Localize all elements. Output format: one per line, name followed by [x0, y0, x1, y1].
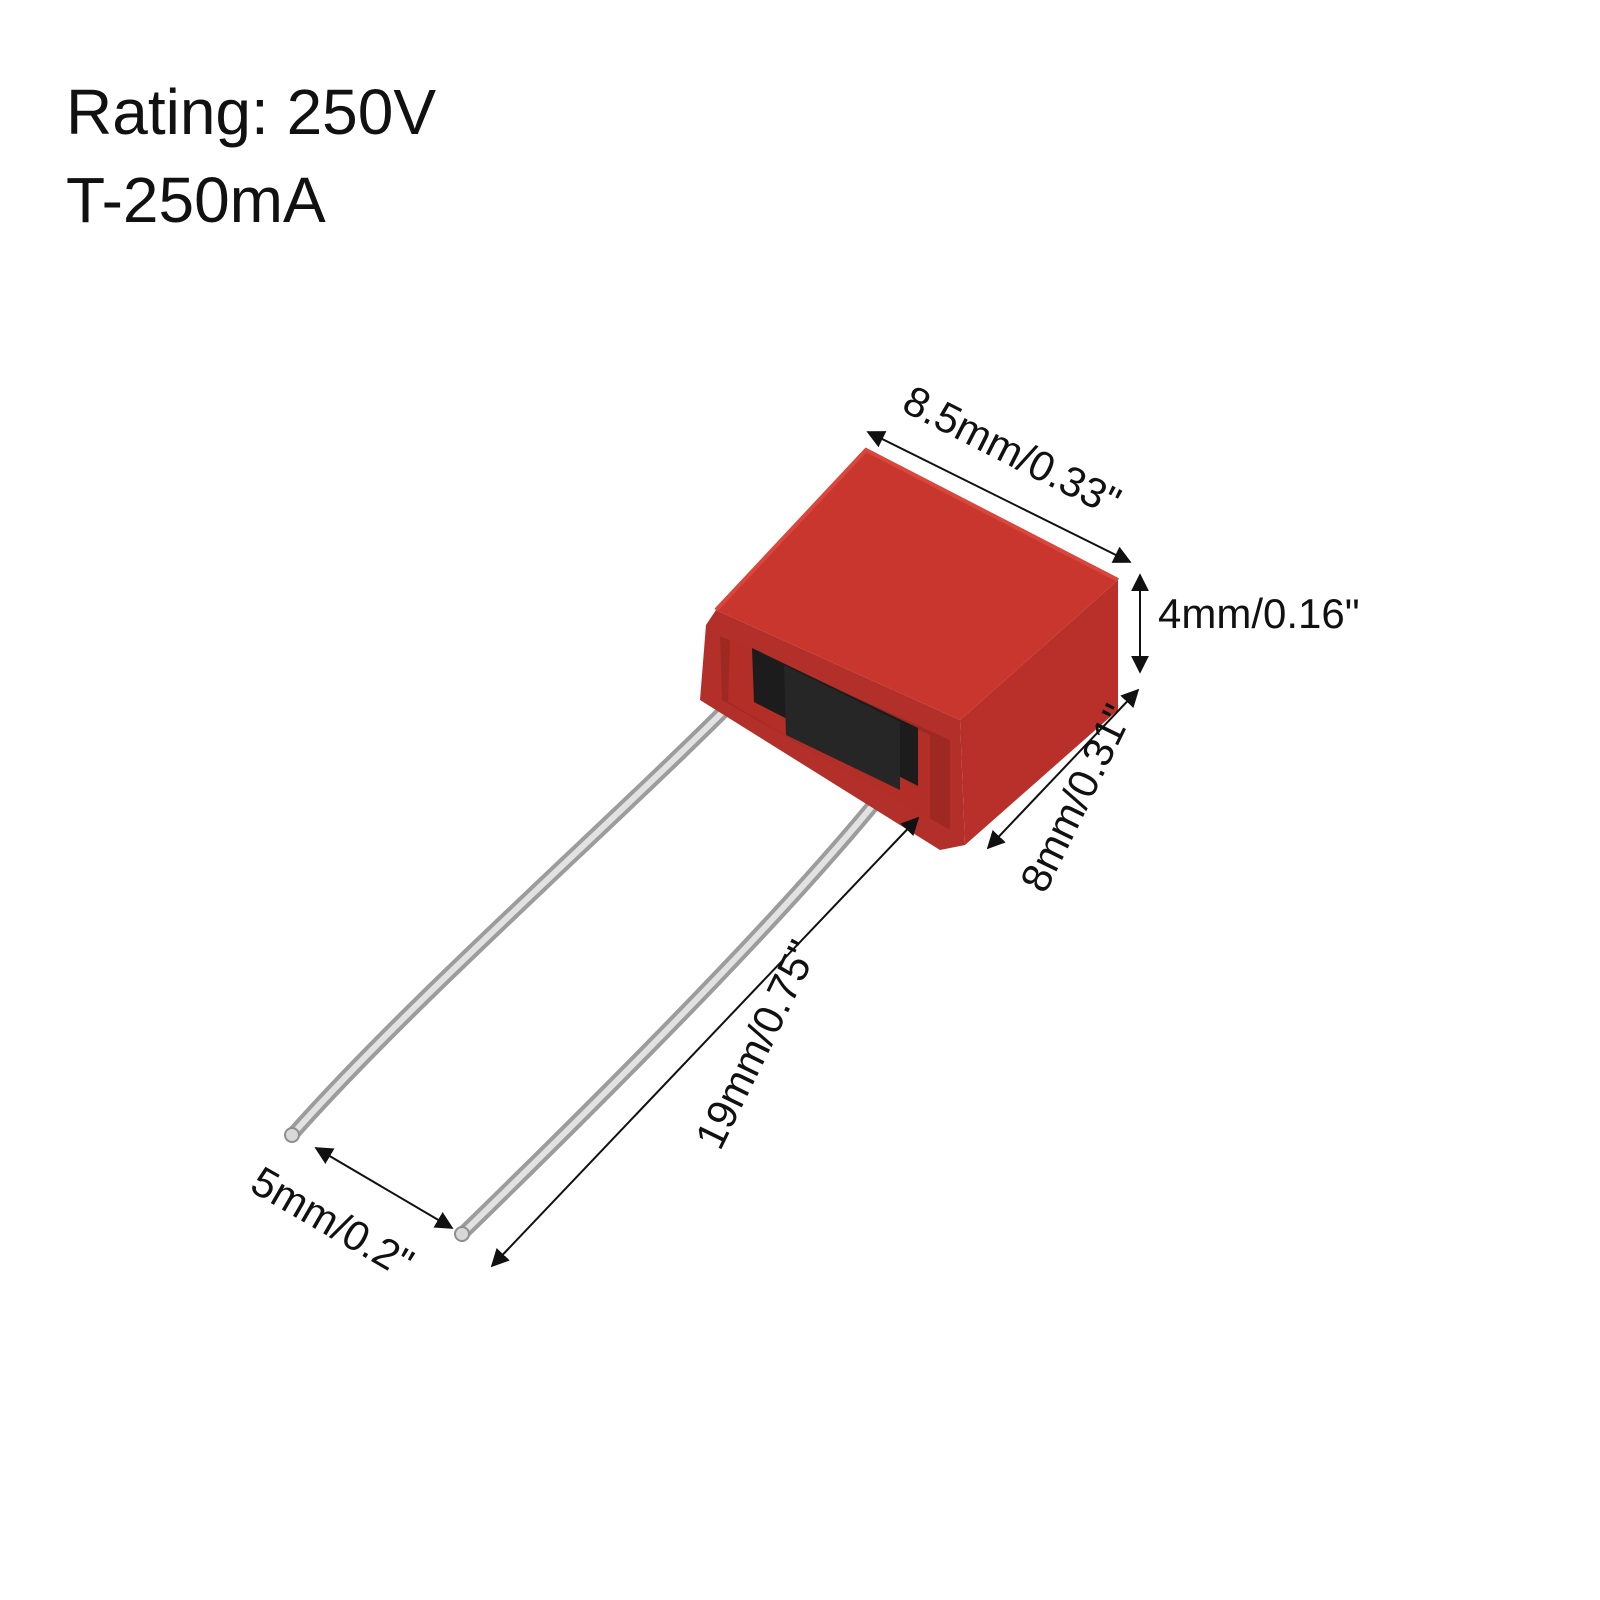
- dim-label-lead-length: 19mm/0.75": [686, 933, 827, 1156]
- dim-line-lead-length: [490, 816, 920, 1268]
- lead-right: [455, 745, 922, 1241]
- dim-line-width: [986, 688, 1140, 850]
- dimension-lines: [314, 431, 1149, 1268]
- dim-line-length: [866, 431, 1132, 563]
- current-text: T-250mA: [66, 164, 326, 236]
- dim-label-height: 4mm/0.16": [1158, 590, 1360, 637]
- dim-label-lead-spacing: 5mm/0.2": [244, 1157, 422, 1287]
- rating-text: Rating: 250V: [66, 76, 437, 148]
- dim-line-lead-spacing: [314, 1147, 454, 1229]
